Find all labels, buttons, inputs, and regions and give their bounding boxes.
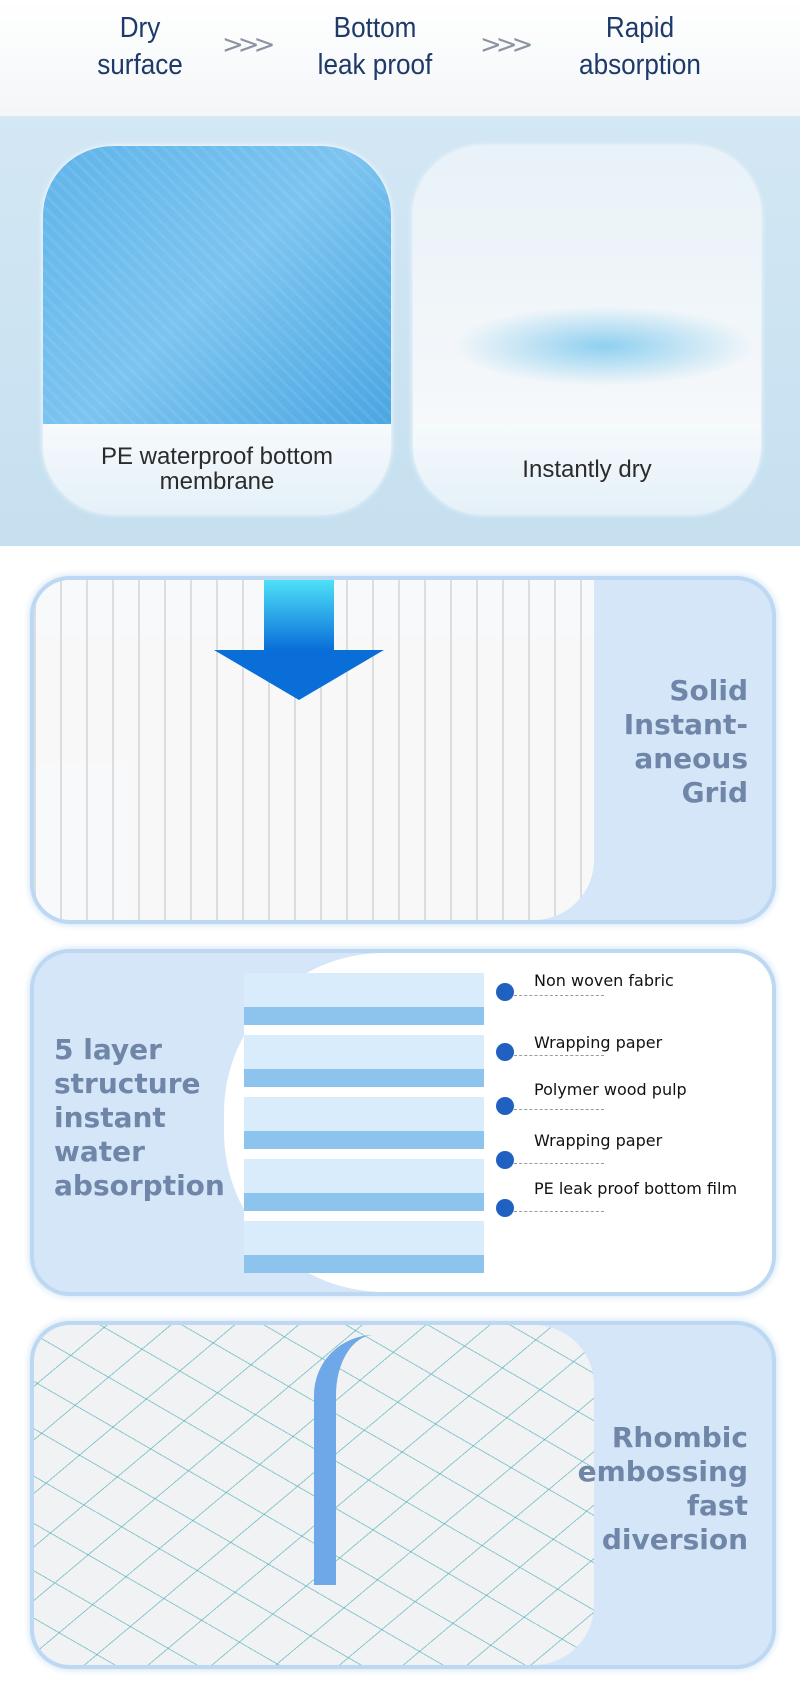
step-rapid-absorption: Rapid absorption bbox=[559, 10, 721, 84]
title-line: Grid bbox=[681, 776, 748, 809]
layer-label: Wrapping paper bbox=[534, 1131, 663, 1150]
caption-line: membrane bbox=[159, 468, 275, 495]
step-line: absorption bbox=[579, 49, 701, 81]
embossed-pad-image bbox=[34, 1325, 594, 1665]
step-line: leak proof bbox=[317, 49, 433, 81]
layer-label: Polymer wood pulp bbox=[534, 1080, 687, 1099]
layer-label: Non woven fabric bbox=[534, 971, 674, 990]
step-line: Dry bbox=[119, 12, 161, 44]
leader-line bbox=[514, 1109, 604, 1110]
title-line: absorption bbox=[54, 1169, 225, 1202]
layer-dot-icon bbox=[496, 1151, 514, 1169]
title-line: Solid bbox=[669, 674, 748, 707]
title-line: embossing bbox=[577, 1455, 748, 1488]
water-stream-icon bbox=[314, 1335, 374, 1585]
step-bottom-leak-proof: Bottom leak proof bbox=[299, 10, 452, 84]
title-line: instant bbox=[54, 1101, 166, 1134]
title-line: aneous bbox=[634, 742, 748, 775]
title-line: water bbox=[54, 1135, 145, 1168]
caption-line: PE waterproof bottom bbox=[100, 443, 334, 470]
leader-line bbox=[514, 995, 604, 996]
chevrons-icon: >>> bbox=[480, 30, 533, 60]
step-line: Bottom bbox=[333, 12, 417, 44]
step-line: Rapid bbox=[605, 12, 675, 44]
card-caption: Instantly dry bbox=[413, 424, 761, 514]
title-line: 5 layer bbox=[54, 1033, 162, 1066]
arrow-down-icon bbox=[264, 580, 334, 650]
blue-pad-image bbox=[43, 146, 391, 424]
step-line: surface bbox=[97, 49, 183, 81]
step-dry-surface: Dry surface bbox=[86, 10, 194, 84]
title-line: diversion bbox=[601, 1523, 748, 1556]
title-line: Rhombic bbox=[611, 1421, 748, 1454]
layers-image bbox=[244, 973, 484, 1273]
title-line: structure bbox=[54, 1067, 201, 1100]
leader-line bbox=[514, 1055, 604, 1056]
chevrons-icon: >>> bbox=[222, 30, 275, 60]
layer-dot-icon bbox=[496, 1199, 514, 1217]
layer-label: Wrapping paper bbox=[534, 1033, 663, 1052]
title-line: fast bbox=[686, 1489, 748, 1522]
arrow-down-icon bbox=[214, 650, 384, 700]
layer-dot-icon bbox=[496, 1043, 514, 1061]
leader-line bbox=[514, 1163, 604, 1164]
layer-label: PE leak proof bottom film bbox=[534, 1179, 738, 1198]
card-instantly-dry: Instantly dry bbox=[413, 146, 761, 514]
title-line: Instant- bbox=[623, 708, 748, 741]
layer-dot-icon bbox=[496, 1097, 514, 1115]
leader-line bbox=[514, 1211, 604, 1212]
header-steps: Dry surface >>> Bottom leak proof >>> Rapi… bbox=[0, 0, 800, 116]
layer-dot-icon bbox=[496, 983, 514, 1001]
dry-pad-image bbox=[413, 146, 761, 424]
